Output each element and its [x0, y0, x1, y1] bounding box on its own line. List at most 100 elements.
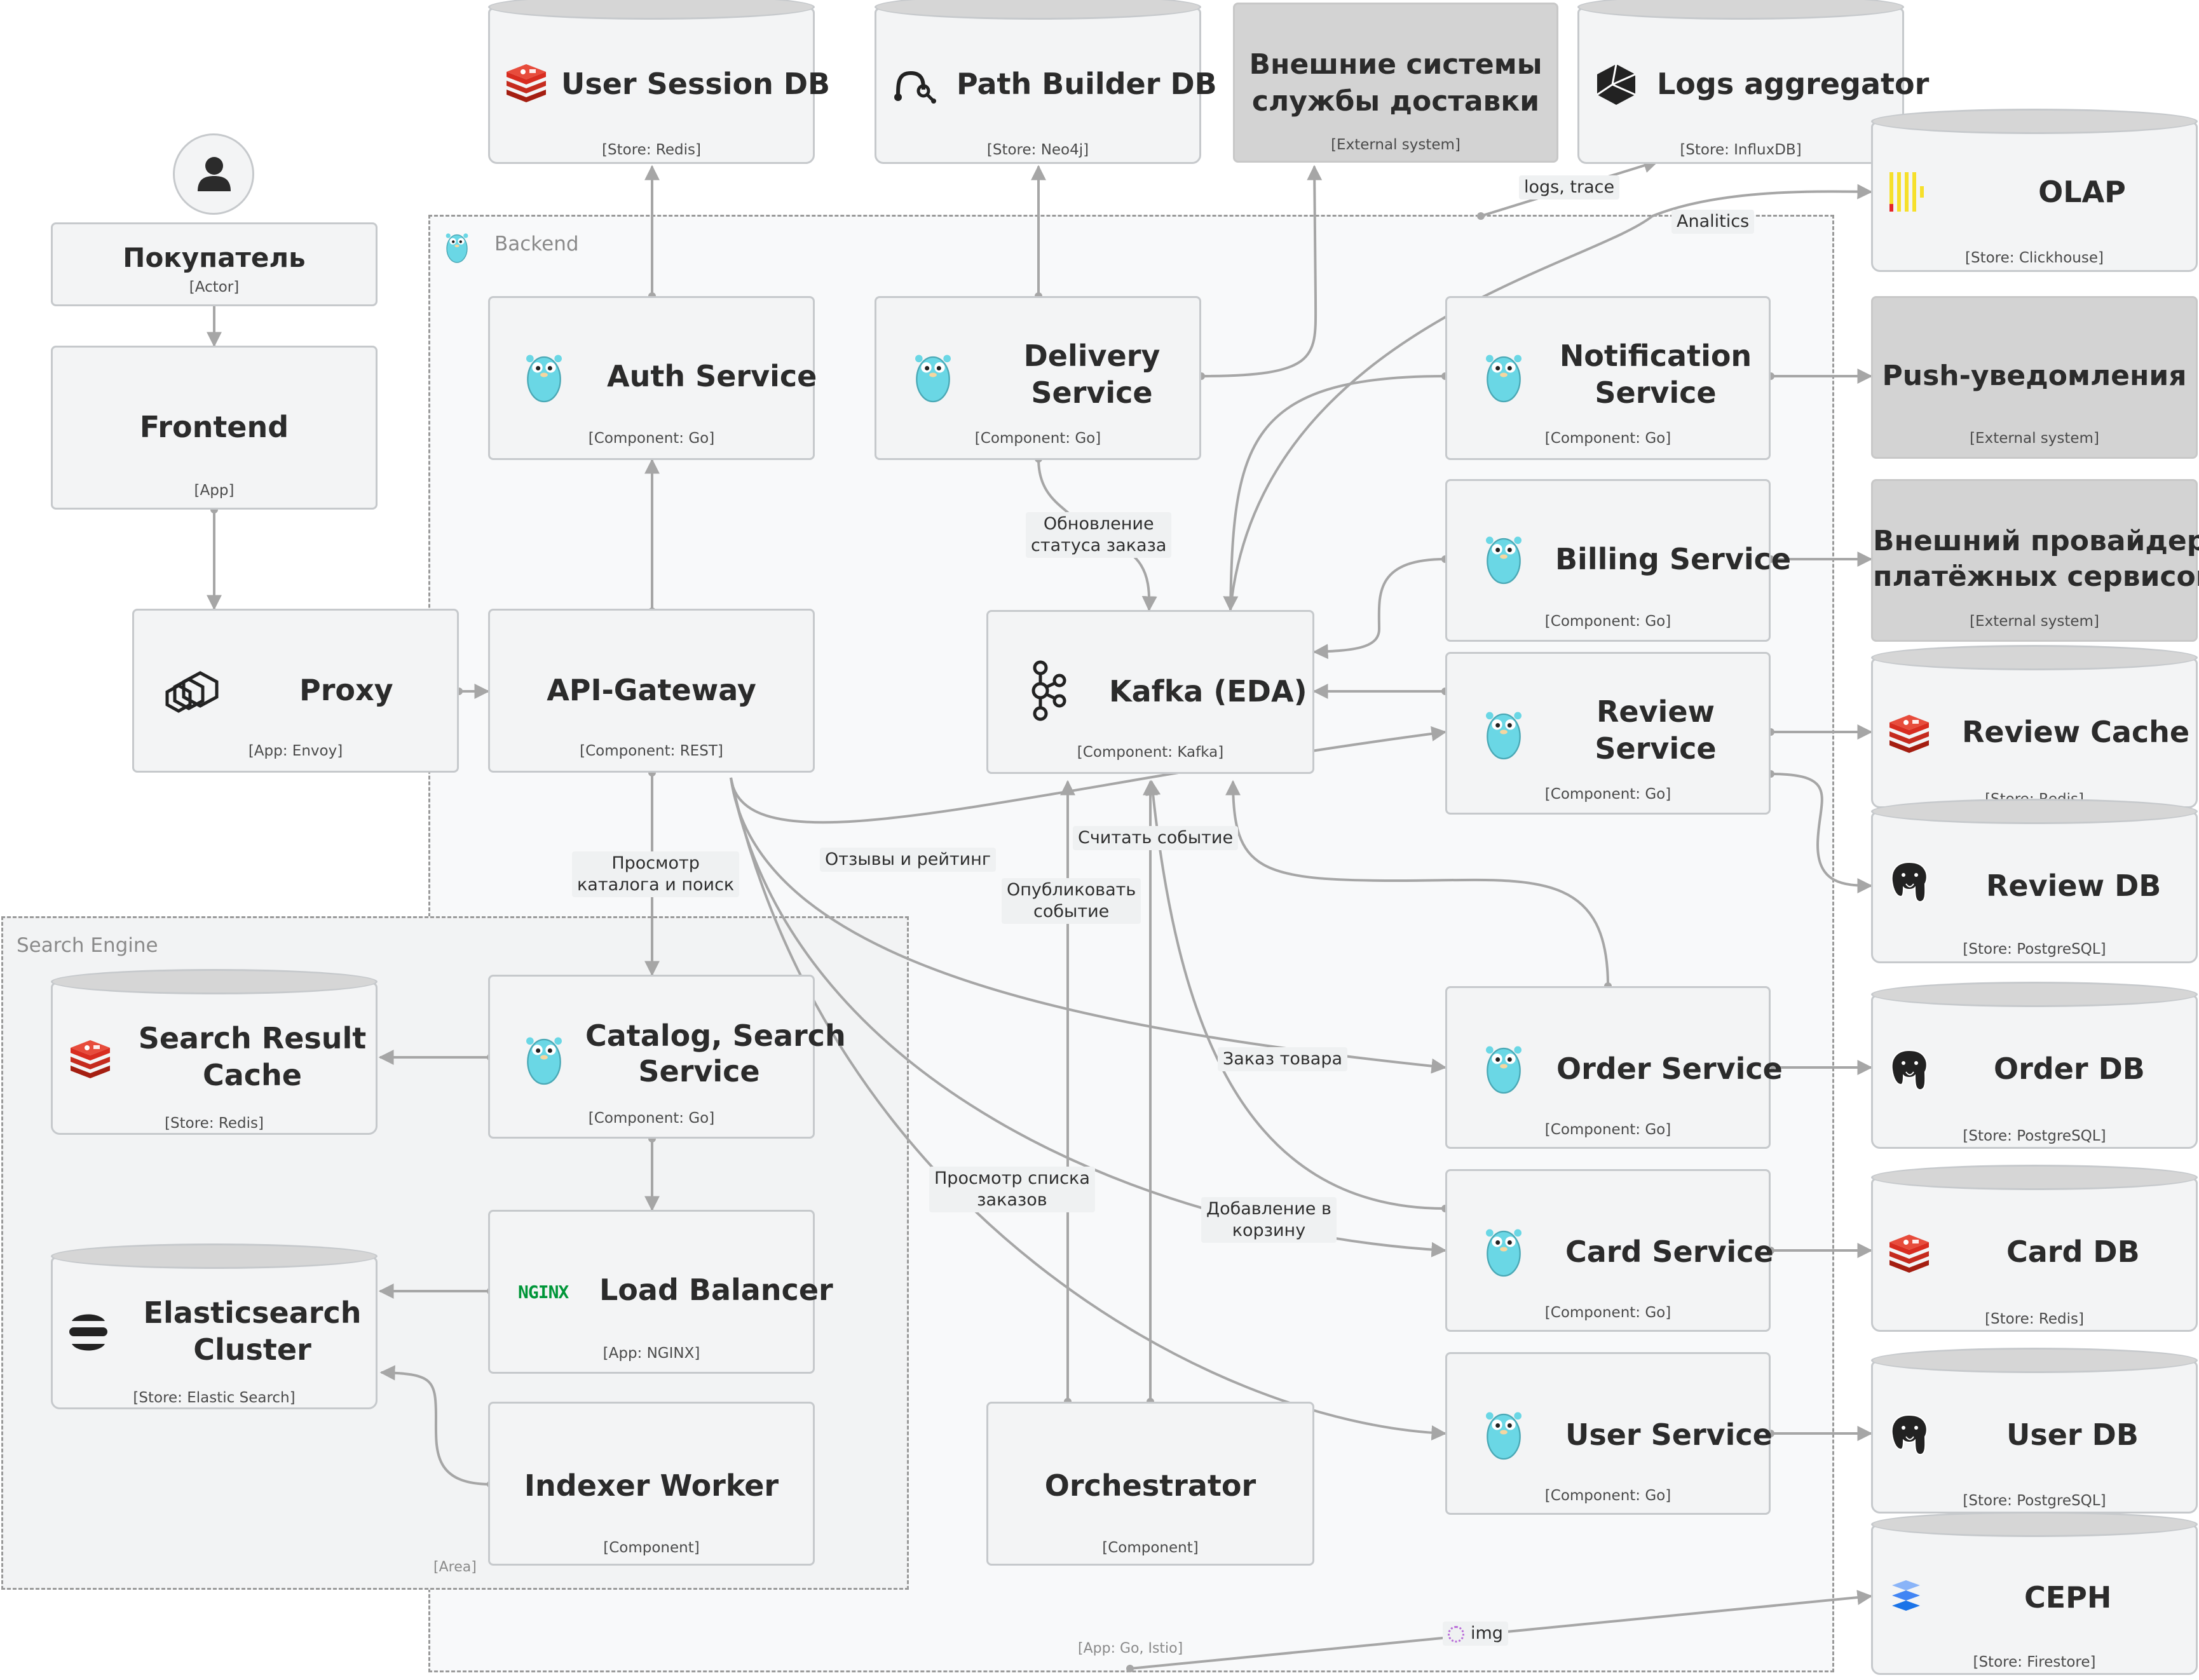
billing-service-title: Billing Service — [1555, 542, 1792, 576]
ceph-tech: [Store: Firestore] — [1973, 1654, 2096, 1670]
review-cache-node[interactable]: Review Cache [Store: Redis] — [1871, 645, 2198, 808]
kafka-tech: [Component: Kafka] — [1077, 744, 1224, 761]
push-title: Push-уведомления — [1882, 360, 2187, 392]
edge-label-view-orders: Просмотр списка заказов — [929, 1167, 1095, 1212]
order-service-tech: [Component: Go] — [1544, 1121, 1671, 1138]
postgresql-icon — [1891, 861, 1928, 903]
api-gateway-tech: [Component: REST] — [580, 743, 723, 759]
elasticsearch-node[interactable]: Elasticsearch Cluster [Store: Elastic Se… — [51, 1243, 378, 1409]
review-cache-title: Review Cache — [1962, 715, 2190, 749]
delivery-service-title-1: Delivery — [1023, 339, 1161, 373]
olap-tech: [Store: Clickhouse] — [1965, 250, 2104, 266]
gopher-icon — [1486, 1412, 1522, 1460]
billing-service-tech: [Component: Go] — [1544, 613, 1671, 630]
clickhouse-icon — [1889, 172, 1924, 212]
billing-service-node[interactable]: Billing Service [Component: Go] — [1445, 479, 1791, 642]
influxdb-icon — [1596, 64, 1636, 105]
buyer-avatar — [173, 133, 254, 215]
edge-analytics — [1229, 184, 1873, 611]
ceph-node[interactable]: CEPH [Store: Firestore] — [1871, 1512, 2198, 1675]
gopher-icon — [1486, 1046, 1522, 1094]
review-service-title-2: Service — [1595, 731, 1717, 766]
proxy-title: Proxy — [299, 673, 393, 707]
auth-service-title: Auth Service — [607, 359, 817, 393]
gopher-icon — [1486, 1229, 1522, 1277]
path-builder-db-tech: [Store: Neo4j] — [986, 142, 1089, 158]
kafka-node[interactable]: Kafka (EDA) [Component: Kafka] — [986, 610, 1314, 774]
edge-notification-kafka — [1223, 375, 1446, 612]
review-db-tech: [Store: PostgreSQL] — [1963, 941, 2106, 958]
frontend-node[interactable]: Frontend [App] — [51, 346, 378, 510]
orchestrator-node[interactable]: Orchestrator [Component] — [986, 1402, 1314, 1566]
proxy-node[interactable]: Proxy [App: Envoy] — [132, 609, 459, 773]
search-engine-area-title: Search Engine — [17, 934, 158, 957]
buyer-node[interactable]: Покупатель [Actor] — [51, 222, 378, 306]
edge-label-publish-event: Опубликовать событие — [1002, 878, 1141, 924]
load-balancer-node[interactable]: NGINX Load Balancer [App: NGINX] — [488, 1210, 833, 1374]
card-service-node[interactable]: Card Service [Component: Go] — [1445, 1169, 1774, 1332]
indexer-worker-tech: [Component] — [603, 1540, 700, 1556]
neo4j-icon — [894, 71, 936, 104]
elasticsearch-title-1: Elasticsearch — [143, 1296, 362, 1330]
search-result-cache-tech: [Store: Redis] — [165, 1115, 264, 1132]
indexer-worker-node[interactable]: Indexer Worker [Component] — [488, 1402, 815, 1566]
delivery-systems-title-2: службы доставки — [1251, 85, 1540, 118]
card-db-node[interactable]: Card DB [Store: Redis] — [1871, 1165, 2198, 1332]
envoy-icon — [165, 671, 219, 713]
frontend-tech: [App] — [194, 482, 235, 499]
order-db-node[interactable]: Order DB [Store: PostgreSQL] — [1871, 982, 2198, 1149]
edge-order-kafka — [1225, 780, 1609, 987]
postgresql-icon — [1891, 1049, 1928, 1091]
push-node[interactable]: Push-уведомления [External system] — [1871, 296, 2198, 459]
notification-service-node[interactable]: Notification Service [Component: Go] — [1445, 296, 1771, 460]
edge-label-analytics: Analitics — [1671, 210, 1755, 234]
delivery-service-node[interactable]: Delivery Service [Component: Go] — [875, 296, 1201, 460]
card-db-title: Card DB — [2006, 1235, 2140, 1269]
edge-label-order-item: Заказ товара — [1218, 1047, 1348, 1071]
person-icon — [198, 157, 231, 191]
order-db-tech: [Store: PostgreSQL] — [1963, 1128, 2106, 1144]
frontend-title: Frontend — [139, 410, 289, 444]
search-result-cache-node[interactable]: Search Result Cache [Store: Redis] — [51, 969, 378, 1135]
card-service-title: Card Service — [1565, 1235, 1774, 1269]
redis-icon — [507, 64, 546, 102]
elasticsearch-tech: [Store: Elastic Search] — [133, 1390, 296, 1406]
user-db-node[interactable]: User DB [Store: PostgreSQL] — [1871, 1348, 2198, 1514]
review-db-node[interactable]: Review DB [Store: PostgreSQL] — [1871, 799, 2198, 963]
ceph-title: CEPH — [2024, 1580, 2112, 1615]
proxy-tech: [App: Envoy] — [248, 743, 343, 759]
user-db-title: User DB — [2006, 1418, 2139, 1452]
edge-label-img-text: img — [1471, 1623, 1503, 1643]
payment-provider-node[interactable]: Внешний провайдер платёжных сервисов [Ex… — [1871, 479, 2199, 642]
edge-label-status-update: Обновление статуса заказа — [1026, 512, 1172, 558]
path-builder-db-title: Path Builder DB — [957, 67, 1217, 101]
notification-service-tech: [Component: Go] — [1544, 430, 1671, 447]
edge-label-img: img — [1443, 1622, 1508, 1646]
push-tech: [External system] — [1970, 430, 2099, 447]
path-builder-db-node[interactable]: Path Builder DB [Store: Neo4j] — [875, 0, 1217, 164]
order-service-node[interactable]: Order Service [Component: Go] — [1445, 986, 1783, 1149]
auth-service-node[interactable]: Auth Service [Component: Go] — [488, 296, 817, 460]
order-service-title: Order Service — [1556, 1052, 1783, 1086]
catalog-search-node[interactable]: Catalog, Search Service [Component: Go] — [488, 975, 846, 1139]
card-service-tech: [Component: Go] — [1544, 1304, 1671, 1321]
catalog-search-title-2: Service — [638, 1054, 760, 1088]
delivery-systems-node[interactable]: Внешние системы службы доставки [Externa… — [1233, 3, 1558, 163]
delivery-service-tech: [Component: Go] — [974, 430, 1101, 447]
nginx-icon: NGINX — [518, 1282, 569, 1303]
order-db-title: Order DB — [1994, 1052, 2145, 1086]
notification-service-title-2: Service — [1595, 376, 1717, 410]
user-session-db-node[interactable]: User Session DB [Store: Redis] — [488, 0, 830, 164]
buyer-tech: [Actor] — [189, 279, 240, 295]
olap-node[interactable]: OLAP [Store: Clickhouse] — [1871, 109, 2198, 272]
edge-label-status-update-2: статуса заказа — [1031, 536, 1167, 555]
user-session-db-tech: [Store: Redis] — [602, 142, 701, 158]
logs-aggregator-title: Logs aggregator — [1657, 67, 1930, 101]
user-service-tech: [Component: Go] — [1544, 1487, 1671, 1504]
api-gateway-node[interactable]: API-Gateway [Component: REST] — [488, 609, 815, 773]
user-service-node[interactable]: User Service [Component: Go] — [1445, 1352, 1773, 1515]
logs-aggregator-node[interactable]: Logs aggregator [Store: InfluxDB] — [1577, 0, 1929, 164]
logs-aggregator-tech: [Store: InfluxDB] — [1680, 142, 1802, 158]
review-service-node[interactable]: Review Service [Component: Go] — [1445, 652, 1771, 815]
